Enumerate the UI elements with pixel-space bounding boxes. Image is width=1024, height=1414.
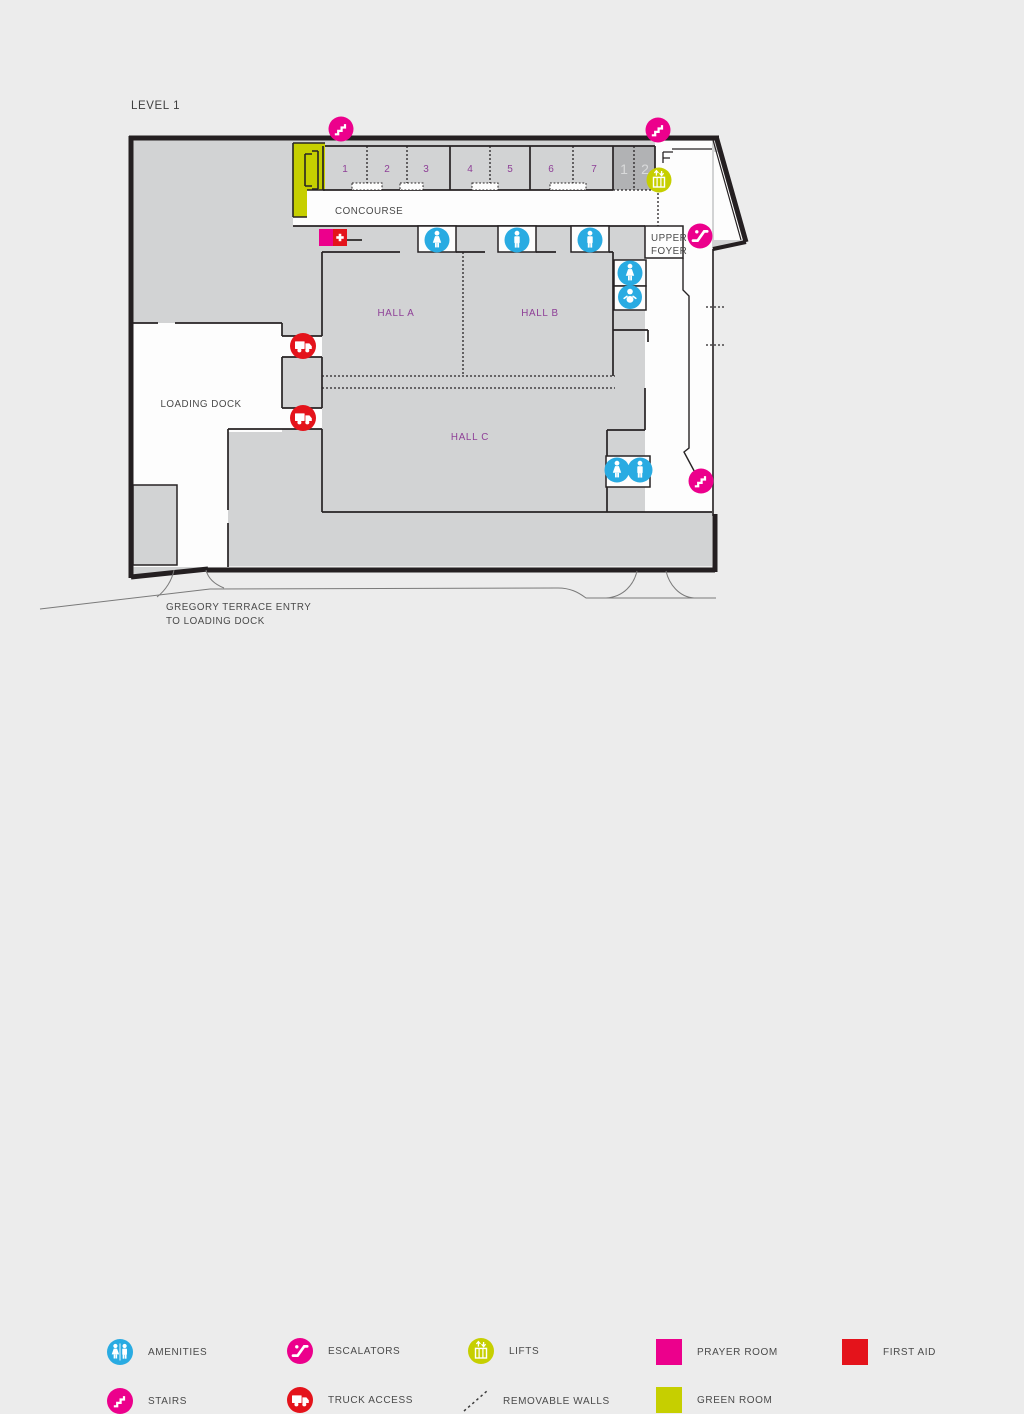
- entry-note-line1: GREGORY TERRACE ENTRY: [166, 602, 311, 613]
- loading-dock-label: LOADING DOCK: [160, 399, 241, 410]
- hall-b-label: HALL B: [521, 308, 559, 319]
- escalator-icon: [687, 223, 713, 249]
- amenities-female-icon: [617, 260, 643, 286]
- building-interior: [133, 140, 745, 576]
- green-room-square: [656, 1387, 682, 1413]
- hall-c-label: HALL C: [451, 432, 489, 443]
- stairs-icon: [688, 468, 714, 494]
- meeting-room-3-label: 3: [423, 164, 429, 175]
- prayer-room-square: [319, 229, 333, 246]
- truck-icon: [287, 1387, 313, 1413]
- amenities-male-icon: [627, 457, 653, 483]
- annex-room-1-label: 1: [620, 161, 628, 177]
- legend-lifts-label: LIFTS: [509, 1345, 540, 1357]
- escalator-icon: [287, 1338, 313, 1364]
- legend-amenities-label: AMENITIES: [148, 1346, 208, 1358]
- plan-icons: [290, 116, 714, 494]
- amenities-female-icon: [424, 227, 450, 253]
- amenities-male-icon: [504, 227, 530, 253]
- meeting-room-7-label: 7: [591, 164, 597, 175]
- legend-lifts: LIFTS: [468, 1338, 539, 1364]
- upper-foyer-walkway: [645, 226, 712, 512]
- legend-prayer-room: PRAYER ROOM: [656, 1339, 778, 1365]
- annex-room-2-label: 2: [641, 161, 649, 177]
- legend: AMENITIES ESCALATORS LIFTS PRAYER ROOM F…: [0, 660, 1024, 1414]
- interior-walls: [133, 148, 712, 567]
- upper-foyer-label-line1: UPPER: [651, 233, 687, 244]
- legend-amenities: AMENITIES: [107, 1339, 207, 1365]
- baby-change-icon: [618, 285, 642, 309]
- legend-stairs: STAIRS: [107, 1388, 187, 1414]
- legend-first-aid-label: FIRST AID: [883, 1346, 937, 1358]
- meeting-room-6-label: 6: [548, 164, 554, 175]
- legend-escalators: ESCALATORS: [287, 1338, 400, 1364]
- truck-access-icon: [290, 405, 316, 431]
- stairs-icon: [107, 1388, 133, 1414]
- meeting-room-4-label: 4: [467, 164, 473, 175]
- legend-stairs-label: STAIRS: [148, 1395, 187, 1407]
- legend-removable-walls: REMOVABLE WALLS: [462, 1388, 610, 1414]
- loading-dock-area: [133, 323, 282, 432]
- entry-note-line2: TO LOADING DOCK: [166, 616, 265, 627]
- meeting-room-5-label: 5: [507, 164, 513, 175]
- stairs-icon: [328, 116, 354, 142]
- truck-access-icon: [290, 333, 316, 359]
- stairs-icon: [645, 117, 671, 143]
- concourse-label: CONCOURSE: [335, 206, 403, 217]
- dock-side-room: [132, 484, 178, 566]
- upper-foyer-label-line2: FOYER: [651, 246, 687, 257]
- amenities-male-icon: [577, 227, 603, 253]
- legend-truck-access-label: TRUCK ACCESS: [328, 1394, 413, 1406]
- dashed-line-icon: [463, 1390, 488, 1412]
- green-room-area: [292, 142, 325, 218]
- level-title: LEVEL 1: [131, 100, 180, 112]
- building-outline: [128, 135, 749, 580]
- meeting-room-2-label: 2: [384, 164, 390, 175]
- meeting-rooms: 1 2 3 4 5 6 7 1 2: [322, 145, 656, 191]
- legend-truck-access: TRUCK ACCESS: [287, 1387, 413, 1413]
- lift-icon: [646, 167, 672, 193]
- first-aid-square: [333, 229, 362, 246]
- meeting-room-1-label: 1: [342, 164, 348, 175]
- legend-green-room: GREEN ROOM: [656, 1387, 772, 1413]
- floor-plan: 1 2 3 4 5 6 7 1 2: [39, 100, 749, 627]
- amenities-icon: [107, 1339, 133, 1365]
- legend-green-room-label: GREEN ROOM: [697, 1394, 773, 1406]
- legend-prayer-room-label: PRAYER ROOM: [697, 1346, 778, 1358]
- legend-first-aid: FIRST AID: [842, 1339, 936, 1365]
- prayer-room-square: [656, 1339, 682, 1365]
- amenities-female-icon: [604, 457, 630, 483]
- driveway-lines: [39, 569, 716, 610]
- legend-removable-walls-label: REMOVABLE WALLS: [503, 1395, 610, 1407]
- lift-icon: [468, 1338, 494, 1364]
- concourse-area: [293, 190, 655, 226]
- first-aid-square: [842, 1339, 868, 1365]
- legend-escalators-label: ESCALATORS: [328, 1345, 401, 1357]
- upper-foyer-room: [644, 225, 684, 259]
- hall-a-label: HALL A: [377, 308, 414, 319]
